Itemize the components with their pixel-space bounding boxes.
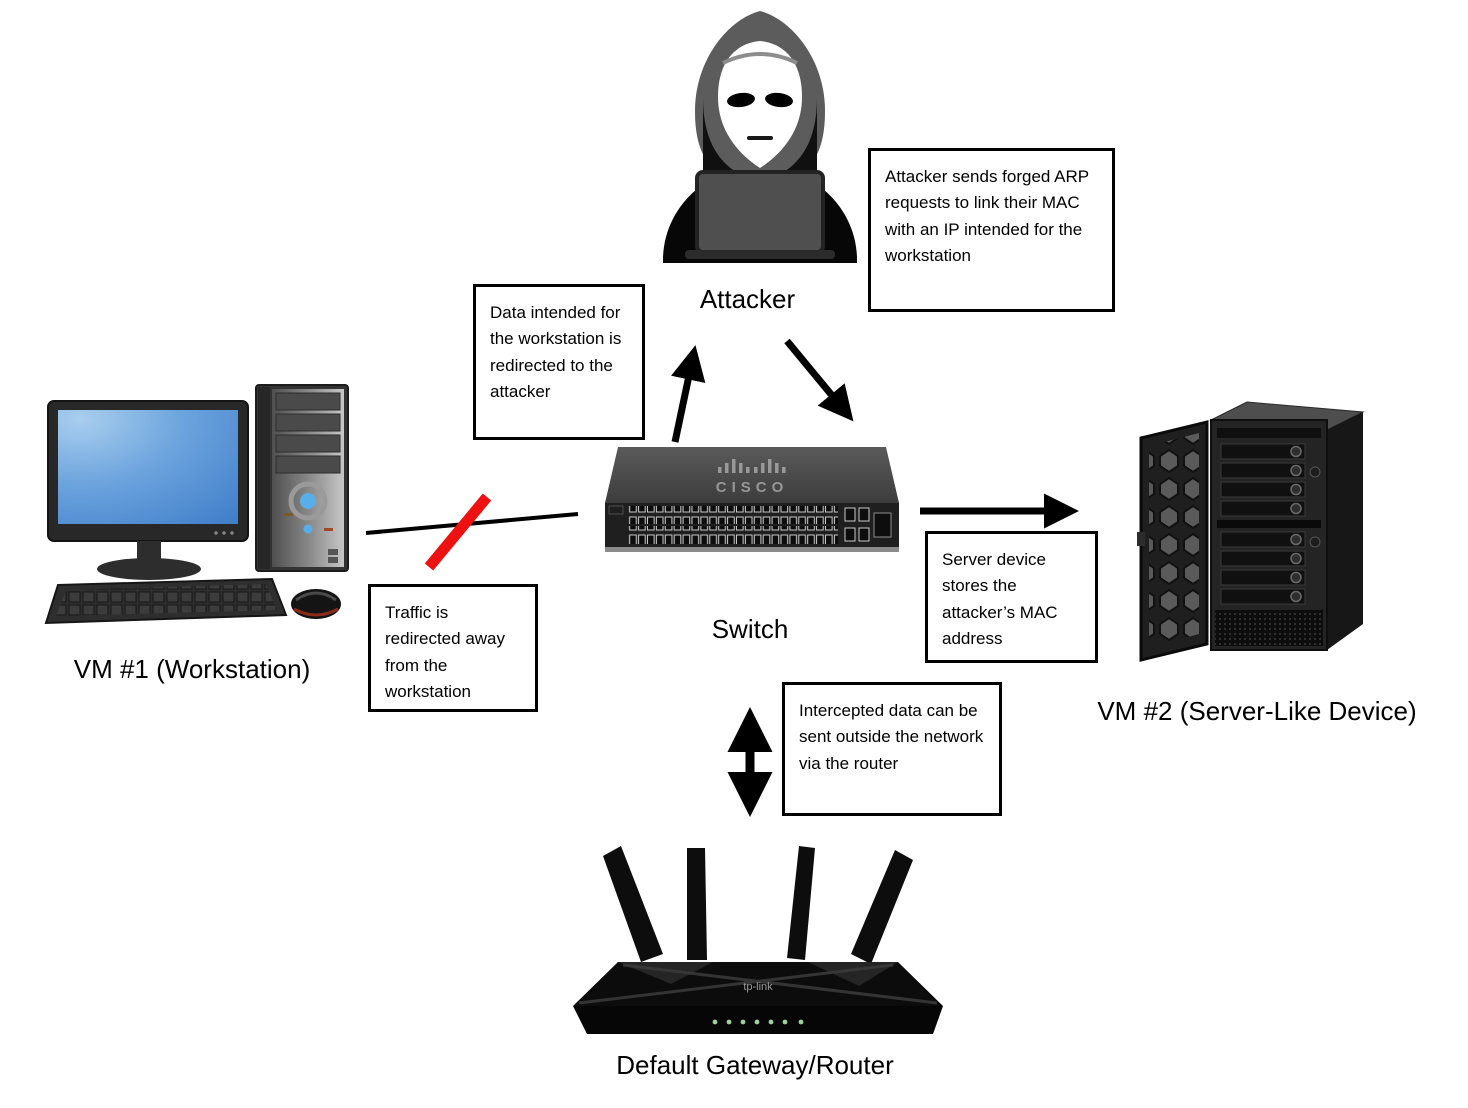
door-latch (1137, 532, 1145, 546)
workstation-label: VM #1 (Workstation) (73, 654, 311, 684)
drive-bay (275, 455, 341, 474)
switch-uplink-ports (844, 507, 892, 542)
router-leds (712, 1019, 804, 1025)
monitor-screen (58, 410, 238, 524)
note-traffic-redirected: Traffic is redirected away from the work… (368, 584, 538, 712)
monitor-stand (137, 541, 161, 563)
router-icon: tp-link (573, 846, 943, 1034)
drive-bay (275, 392, 341, 411)
tower-led (303, 524, 313, 534)
switch-top-face (605, 447, 899, 503)
link-workstation-to-switch (365, 512, 579, 535)
monitor-led (214, 531, 218, 535)
blocked-link-red-slash (424, 493, 492, 571)
drive-bay (275, 413, 341, 432)
switch-port-row-bottom (628, 526, 838, 544)
monitor-led (222, 531, 226, 535)
router-antennas (603, 846, 913, 964)
server-drive-bays (1217, 443, 1321, 605)
arrow-attacker-to-switch (784, 338, 854, 422)
switch-port-row-top (628, 506, 838, 524)
attacker-laptop-screen (695, 170, 825, 254)
tower-accent (324, 528, 333, 531)
tower-accent (284, 513, 293, 516)
attacker-mouth (747, 136, 773, 140)
note-data-redirected: Data intended for the workstation is red… (473, 284, 645, 440)
note-intercepted-data: Intercepted data can be sent outside the… (782, 682, 1002, 816)
attacker-mask-face (718, 41, 802, 168)
usb-port (328, 557, 338, 563)
cisco-logo-text: CISCO (716, 479, 789, 496)
usb-port (328, 549, 338, 555)
attacker-laptop-base (685, 250, 835, 259)
switch-front-logo (608, 505, 624, 515)
server-label: VM #2 (Server-Like Device) (1097, 696, 1417, 726)
mouse-highlight (295, 591, 337, 602)
router-brand-text: tp-link (743, 981, 773, 993)
tower-side (258, 387, 270, 569)
mouse-accent (293, 607, 339, 617)
attacker-right-eye (765, 92, 793, 108)
router-sheen (618, 962, 713, 984)
attacker-left-eye (727, 92, 755, 108)
cisco-logo-icon (718, 459, 786, 473)
note-forged-arp: Attacker sends forged ARP requests to li… (868, 148, 1115, 312)
server-door-hex-vents (1149, 433, 1199, 648)
power-button-ring (288, 481, 328, 521)
drive-bay (275, 434, 341, 453)
switch-icon: CISCO (605, 447, 899, 552)
server-vent-mesh (1215, 610, 1323, 646)
monitor-base (97, 558, 201, 580)
hood-rim-highlight (722, 52, 798, 65)
keyboard-keys (56, 584, 277, 616)
switch-bottom-trim (605, 547, 899, 552)
attacker-label: Attacker (699, 284, 796, 314)
monitor-led (230, 531, 234, 535)
workstation-icon (44, 384, 349, 625)
note-server-stores-mac: Server device stores the attacker’s MAC … (925, 531, 1098, 663)
switch-label: Switch (711, 614, 789, 644)
server-optical-bay (1217, 428, 1321, 438)
router-sheen (808, 962, 898, 986)
attacker-figure-icon (663, 11, 857, 263)
router-label: Default Gateway/Router (616, 1050, 894, 1080)
server-side-face (1327, 412, 1363, 650)
power-button (300, 493, 316, 509)
server-icon (1137, 401, 1365, 662)
arrow-switch-to-attacker (671, 345, 706, 443)
